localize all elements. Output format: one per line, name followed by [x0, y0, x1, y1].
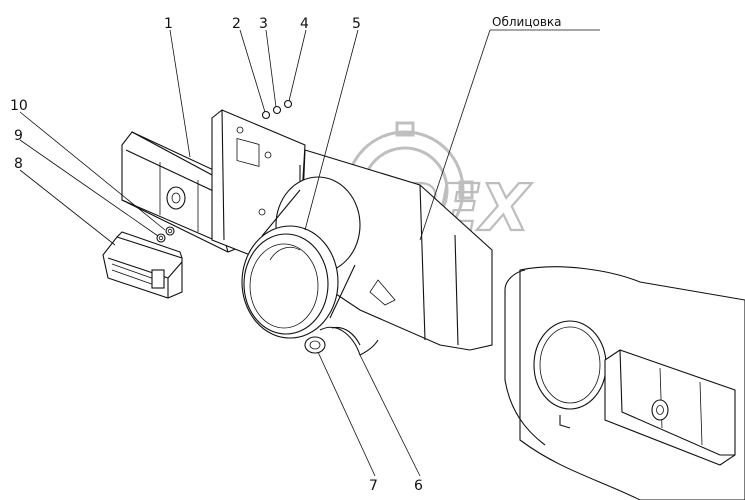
callout-8: 8: [14, 156, 23, 172]
part-10-nut: [165, 226, 175, 236]
part-7-plug: [304, 336, 326, 354]
part-6-wire: [319, 326, 379, 356]
callouts: 1 2 3 4 5 6 7 8 9 10 Облицовка: [10, 15, 562, 494]
callout-6: 6: [414, 478, 423, 494]
callout-2: 2: [232, 16, 241, 32]
facing-label: Облицовка: [492, 15, 562, 29]
leader-lines: [19, 29, 600, 477]
callout-10: 10: [10, 98, 28, 114]
callout-3: 3: [259, 16, 268, 32]
inset-view: [504, 266, 745, 500]
callout-4: 4: [300, 16, 309, 32]
callout-7: 7: [369, 478, 378, 494]
part-8-connector: [102, 231, 183, 299]
parts-2-3-4-fasteners: [261, 99, 293, 120]
callout-5: 5: [352, 16, 361, 32]
part-5-headlamp: [241, 176, 361, 339]
callout-9: 9: [14, 128, 23, 144]
part-9-nut: [156, 233, 166, 243]
callout-1: 1: [164, 16, 173, 32]
